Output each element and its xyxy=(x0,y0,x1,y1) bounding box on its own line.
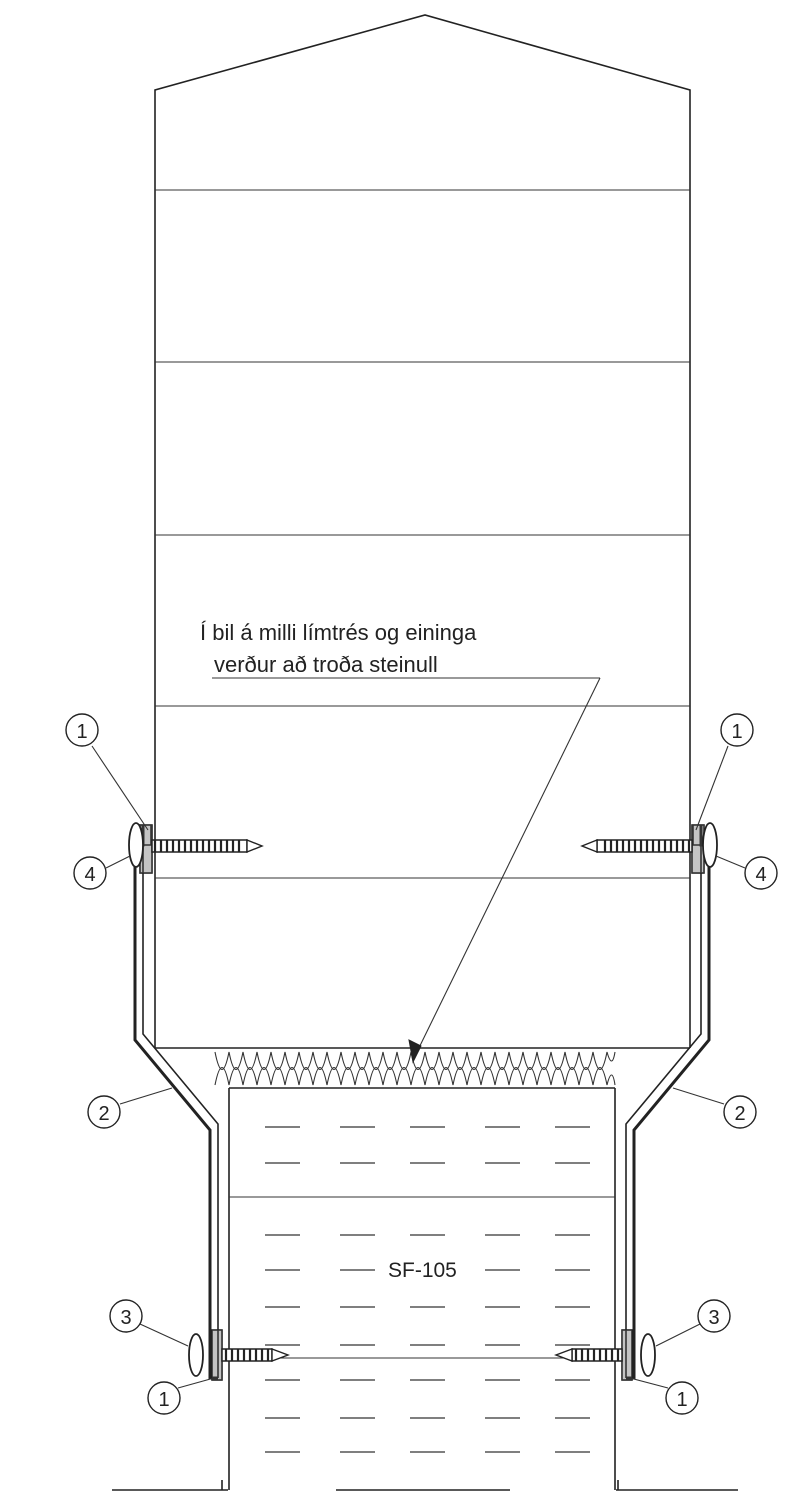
flashing-left xyxy=(133,825,219,1380)
callout-4-left: 4 xyxy=(73,855,131,890)
panel-label: SF-105 xyxy=(388,1259,457,1282)
callout-1-upper-right-label: 1 xyxy=(731,721,742,743)
sf105-panel: SF-105 xyxy=(228,1087,616,1490)
callout-1-lower-right: 1 xyxy=(629,1377,699,1415)
callout-3-left: 3 xyxy=(109,1299,189,1347)
callout-1-lower-right-label: 1 xyxy=(676,1389,687,1411)
callout-3-right-label: 3 xyxy=(708,1307,719,1329)
insulation-note: Í bil á milli límtrés og eininga verður … xyxy=(200,620,601,1064)
screw-lower-right xyxy=(554,1329,656,1381)
callout-1-upper-left: 1 xyxy=(65,713,149,831)
screw-upper-right xyxy=(580,822,718,874)
glulam-beam xyxy=(154,14,691,1049)
callout-2-left-label: 2 xyxy=(98,1103,109,1125)
screw-upper-left xyxy=(128,822,264,874)
callout-4-right: 4 xyxy=(715,855,778,890)
callout-4-right-label: 4 xyxy=(755,864,766,886)
base-line xyxy=(112,1480,738,1491)
note-line-1: Í bil á milli límtrés og eininga xyxy=(200,620,477,645)
callout-2-right: 2 xyxy=(672,1087,757,1129)
callout-1-lower-left-label: 1 xyxy=(158,1389,169,1411)
callout-1-upper-right: 1 xyxy=(695,713,754,831)
flashing-right xyxy=(625,825,711,1380)
callout-3-right: 3 xyxy=(655,1299,731,1347)
note-line-2: verður að troða steinull xyxy=(214,652,438,677)
callout-2-right-label: 2 xyxy=(734,1103,745,1125)
callout-3-left-label: 3 xyxy=(120,1307,131,1329)
mineral-wool-insulation xyxy=(214,1051,616,1086)
callout-1-lower-left: 1 xyxy=(147,1377,215,1415)
note-leader-line xyxy=(412,677,601,1061)
callout-2-left: 2 xyxy=(87,1087,173,1129)
callout-4-left-label: 4 xyxy=(84,864,95,886)
screw-lower-left xyxy=(188,1329,290,1381)
note-arrowhead xyxy=(408,1039,422,1064)
callout-1-upper-left-label: 1 xyxy=(76,721,87,743)
